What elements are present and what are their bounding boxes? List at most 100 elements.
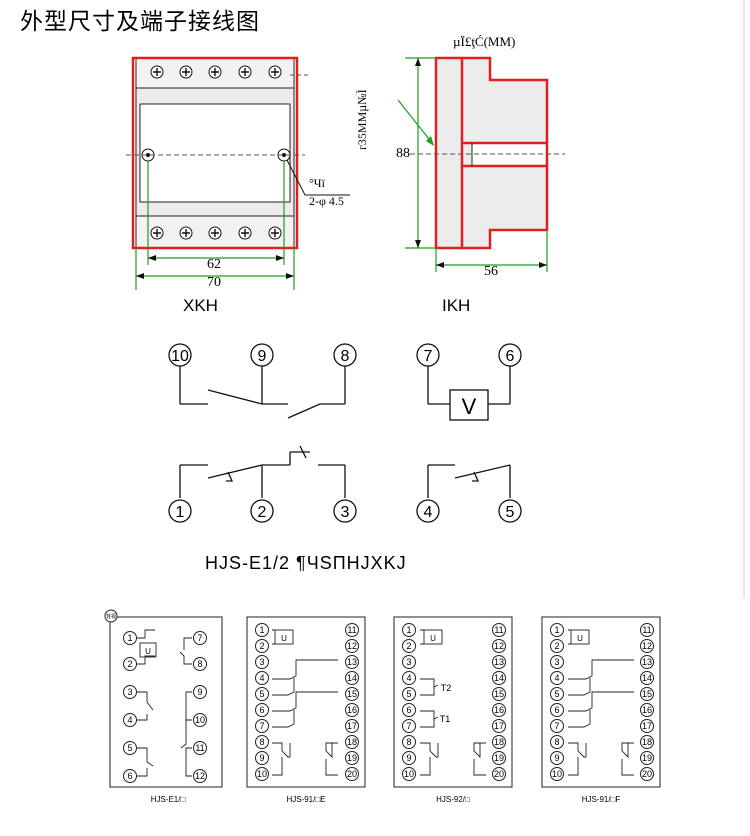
panel-terminal-number: 9 — [197, 687, 202, 697]
panel-terminal-circle — [345, 623, 359, 637]
panel-terminal-circle — [402, 639, 416, 653]
panel-terminal-circle — [492, 719, 506, 733]
panel-terminal-circle — [255, 639, 269, 653]
panel-terminal-number: 19 — [347, 753, 357, 763]
terminal-3: 3 — [341, 504, 350, 521]
panel-terminal-circle — [345, 751, 359, 765]
panel-terminal-number: 9 — [554, 753, 559, 763]
panel-terminal-circle — [123, 769, 137, 783]
panel-terminal-circle — [492, 655, 506, 669]
panel-terminal-number: 3 — [554, 657, 559, 667]
panel-terminal-number: 3 — [127, 687, 132, 697]
panel-terminal-number: 8 — [259, 737, 264, 747]
panel-terminal-number: 4 — [554, 673, 559, 683]
panel-terminal-number: 5 — [406, 689, 411, 699]
page-edge-divider — [743, 0, 745, 598]
panel-terminal-number: 19 — [494, 753, 504, 763]
panel-terminal-circle — [255, 671, 269, 685]
panel-terminal-circle — [402, 623, 416, 637]
panel-terminal-number: 5 — [259, 689, 264, 699]
front-dim-70: 70 — [207, 275, 221, 290]
coil-label: V — [462, 394, 477, 419]
panel-terminal-number: 3 — [259, 657, 264, 667]
panel-terminal-number: 9 — [406, 753, 411, 763]
panel-terminal-circle — [402, 767, 416, 781]
panel-terminal-circle — [492, 751, 506, 765]
hole-leader — [286, 159, 350, 196]
side-base-outline — [434, 56, 464, 250]
panel-terminal-number: 11 — [494, 625, 503, 635]
panel-terminal-circle — [255, 703, 269, 717]
panel-terminal-number: 3 — [406, 657, 411, 667]
panel-3-frame — [393, 616, 513, 788]
side-dim-88: 88 — [396, 146, 410, 161]
panel-terminal-circle — [345, 687, 359, 701]
panel-terminal-circle — [550, 655, 564, 669]
panel-terminal-number: 12 — [494, 641, 504, 651]
panel-terminal-number: 10 — [552, 769, 562, 779]
panel-terminal-number: 20 — [642, 769, 652, 779]
panel-terminal-number: 14 — [494, 673, 504, 683]
panel-terminal-circle — [345, 735, 359, 749]
front-view-caption: XKH — [183, 296, 218, 315]
panel-terminal-circle — [402, 703, 416, 717]
panel-terminal-number: 6 — [554, 705, 559, 715]
panel-terminal-number: 1 — [127, 633, 132, 643]
panel-terminal-number: 7 — [197, 633, 202, 643]
panel-terminal-circle — [345, 719, 359, 733]
panel-terminal-circle — [492, 623, 506, 637]
panel-terminal-circle — [640, 719, 654, 733]
panel-terminal-number: 18 — [494, 737, 504, 747]
contact-schematic: V 10 9 8 7 6 1 2 3 4 5 — [168, 343, 522, 523]
panel-terminal-number: 12 — [195, 771, 205, 781]
panel-terminal-circle — [255, 623, 269, 637]
panel-terminal-number: 4 — [259, 673, 264, 683]
panel-4-frame — [541, 616, 661, 788]
panel-terminal-circle — [640, 623, 654, 637]
panel-terminal-circle — [193, 713, 207, 727]
panel-terminal-number: 10 — [195, 715, 205, 725]
rear-view-mark — [104, 609, 118, 623]
panel-terminal-circle — [402, 751, 416, 765]
terminal-5: 5 — [506, 504, 515, 521]
panel-terminal-circle — [640, 751, 654, 765]
panel-3-coil-label: U — [430, 634, 436, 643]
panel-terminal-circle — [492, 687, 506, 701]
panel-terminal-circle — [640, 767, 654, 781]
panel-terminal-number: 18 — [642, 737, 652, 747]
panel-terminal-circle — [550, 639, 564, 653]
panel-terminal-number: 2 — [127, 659, 132, 669]
panel-4-coil-label: U — [577, 634, 583, 643]
panel-terminal-number: 13 — [347, 657, 357, 667]
panel-terminal-circle — [255, 687, 269, 701]
panel-terminal-circle — [492, 639, 506, 653]
panel-terminal-number: 5 — [554, 689, 559, 699]
panel-terminal-circle — [123, 713, 137, 727]
side-view-caption: ІKH — [442, 296, 471, 315]
front-panel-window — [139, 103, 291, 203]
panel-terminal-circle — [492, 703, 506, 717]
panel-terminal-circle — [550, 751, 564, 765]
terminal-6: 6 — [506, 348, 515, 365]
panel-terminal-circle — [402, 735, 416, 749]
panel-1-caption: HJS-E1/□ — [151, 795, 186, 804]
panel-terminal-number: 1 — [259, 625, 264, 635]
panel-terminal-circle — [402, 671, 416, 685]
panel-terminal-circle — [640, 735, 654, 749]
panel-terminal-number: 17 — [347, 721, 357, 731]
panel-terminal-number: 12 — [642, 641, 652, 651]
panel-terminal-circle — [550, 767, 564, 781]
panel-terminal-number: 17 — [642, 721, 652, 731]
panel-terminal-circle — [193, 769, 207, 783]
panel-terminal-circle — [640, 639, 654, 653]
panel-terminal-number: 14 — [642, 673, 652, 683]
panel-terminal-circle — [345, 703, 359, 717]
panel-terminal-number: 14 — [347, 673, 357, 683]
panel-terminal-number: 2 — [406, 641, 411, 651]
panel-terminal-circle — [492, 671, 506, 685]
page-title: 外型尺寸及端子接线图 — [20, 9, 260, 35]
panel-terminal-number: 4 — [127, 715, 132, 725]
panel-terminal-circle — [550, 703, 564, 717]
panel-terminal-circle — [492, 735, 506, 749]
panel-terminal-number: 13 — [642, 657, 652, 667]
